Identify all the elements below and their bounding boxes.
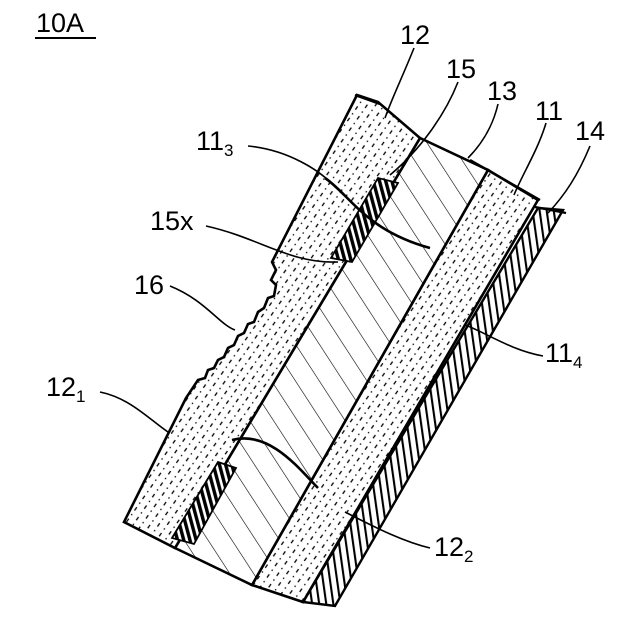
label-11-3: 113 — [196, 126, 234, 160]
label-15x: 15x — [150, 206, 194, 236]
leader-13 — [468, 104, 498, 158]
leader-14 — [548, 146, 590, 213]
label-12-2: 122 — [434, 532, 474, 566]
figure-number: 10A — [36, 8, 84, 38]
label-16: 16 — [134, 270, 164, 300]
label-11-4: 114 — [545, 338, 583, 372]
label-12: 12 — [400, 20, 430, 50]
label-15: 15 — [446, 54, 476, 84]
leader-11 — [514, 123, 546, 195]
label-14: 14 — [575, 116, 605, 146]
label-12-1: 121 — [46, 372, 86, 406]
leader-12-1 — [100, 392, 168, 432]
leader-16 — [170, 286, 235, 330]
leader-12 — [385, 48, 414, 118]
label-13: 13 — [487, 76, 517, 106]
label-11: 11 — [535, 96, 563, 126]
